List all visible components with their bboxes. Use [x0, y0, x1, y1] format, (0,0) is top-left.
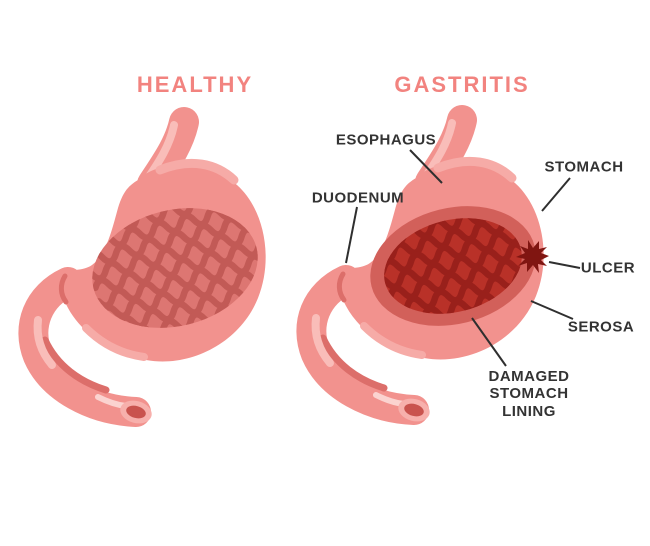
healthy-title: HEALTHY: [136, 72, 254, 97]
leader-line-esophagus: [409, 149, 443, 184]
leader-line-serosa: [530, 300, 574, 320]
leader-line-ulcer: [548, 261, 581, 269]
duodenum-label: DUODENUM: [311, 189, 405, 207]
damaged-stomach-lining-label: DAMAGED STOMACH LINING: [488, 368, 570, 420]
serosa-label: SEROSA: [567, 318, 635, 336]
leader-line-duodenum: [345, 206, 358, 264]
leader-lines: [345, 149, 581, 367]
stomach-label: STOMACH: [544, 158, 624, 176]
leader-line-stomach: [541, 177, 571, 212]
leader-line-damaged-lining: [471, 317, 507, 367]
gastritis-stomach-illustration: [311, 120, 551, 425]
healthy-stomach-illustration: [33, 122, 273, 427]
esophagus-label: ESOPHAGUS: [335, 131, 437, 149]
gastritis-title: GASTRITIS: [394, 72, 530, 97]
ulcer-label: ULCER: [580, 259, 636, 277]
